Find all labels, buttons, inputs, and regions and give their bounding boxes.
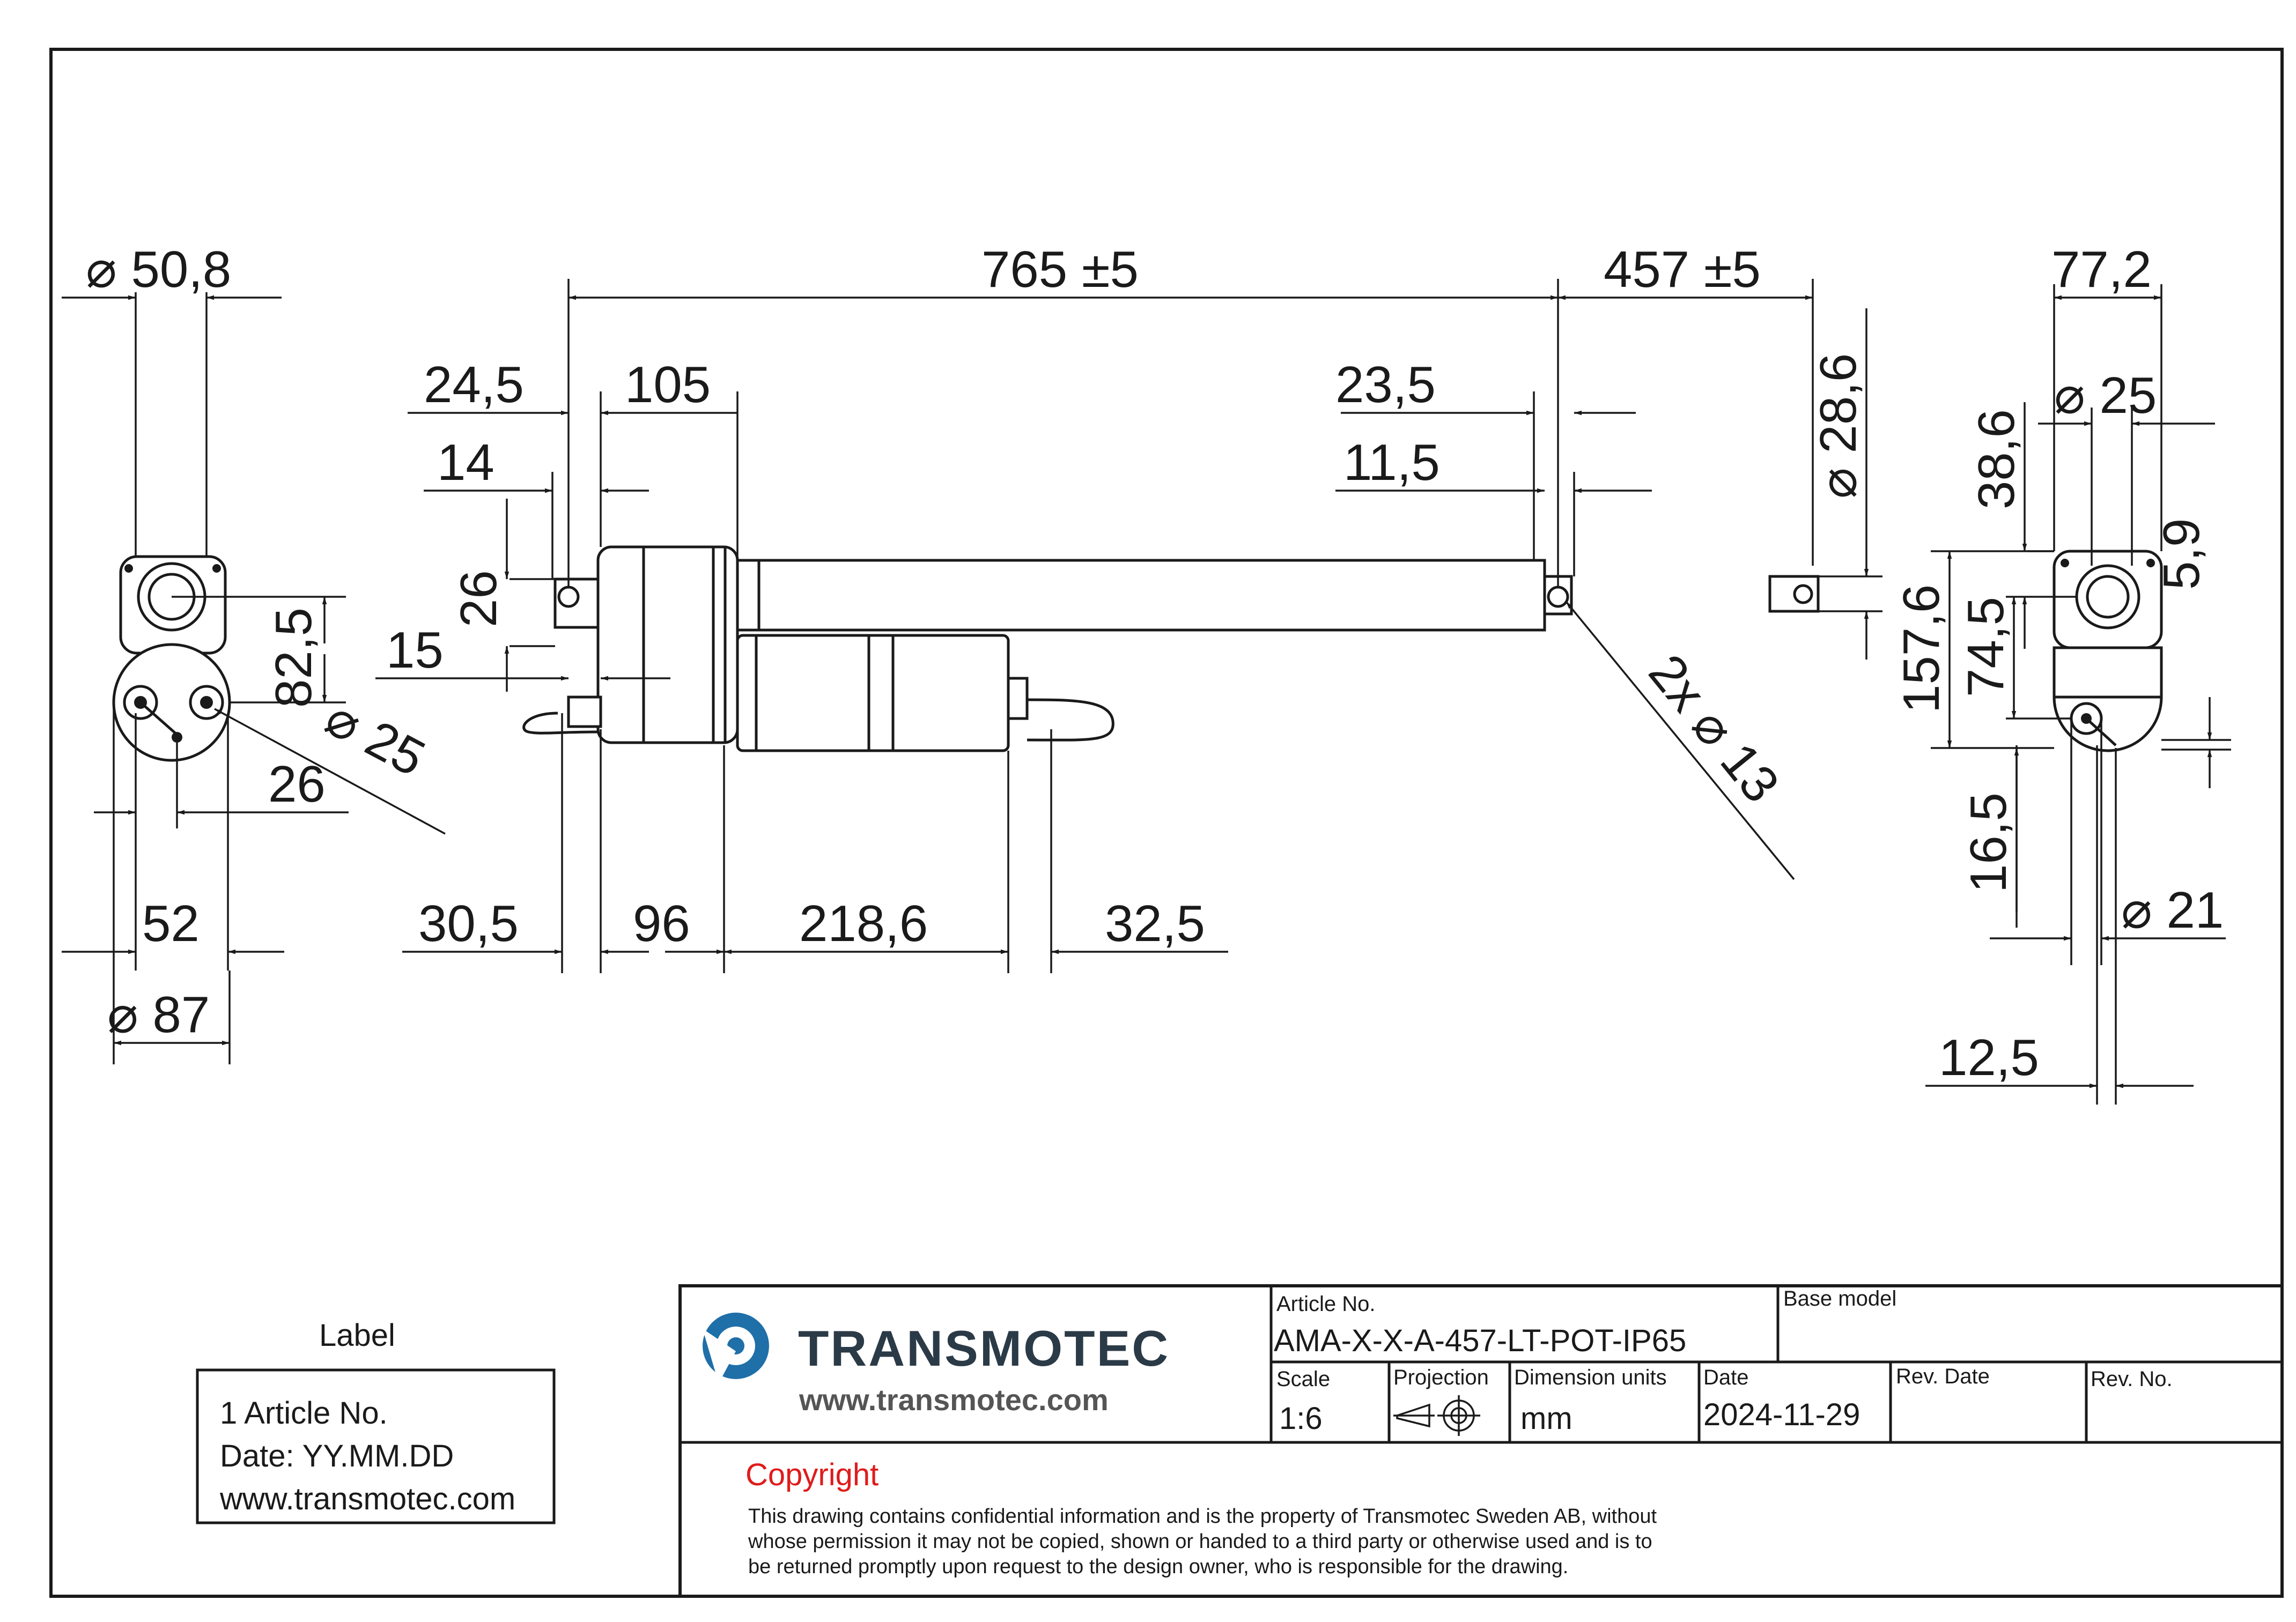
base-model-label: Base model: [1783, 1287, 1896, 1310]
dim-32-5: 32,5: [1105, 895, 1205, 952]
dim-11-5: 11,5: [1343, 434, 1440, 491]
article-no-label: Article No.: [1276, 1292, 1376, 1316]
dim-218-6: 218,6: [799, 895, 928, 952]
copyright-title: Copyright: [745, 1457, 878, 1492]
label-line-1: 1 Article No.: [220, 1396, 388, 1431]
dim-length-765: 765 ±5: [981, 241, 1139, 298]
label-title: Label: [319, 1318, 395, 1353]
dim-77-2: 77,2: [2051, 241, 2152, 298]
dim-30-5: 30,5: [418, 895, 519, 952]
transmotec-logo-icon: [703, 1313, 769, 1383]
scale-label: Scale: [1276, 1367, 1330, 1391]
projection-symbol-icon: [1393, 1395, 1480, 1436]
units-label: Dimension units: [1514, 1366, 1667, 1389]
copyright-line-2: whose permission it may not be copied, s…: [748, 1530, 1652, 1553]
date-value: 2024-11-29: [1703, 1397, 1860, 1432]
dim-26-vertical: 26: [450, 570, 507, 627]
dim-5-9: 5,9: [2153, 519, 2210, 590]
units-value: mm: [1520, 1401, 1572, 1436]
dim-74-5: 74,5: [1957, 597, 2014, 697]
dim-stroke-457: 457 ±5: [1604, 241, 1761, 298]
dim-96: 96: [633, 895, 690, 952]
dim-right-dia-25: ⌀ 25: [2054, 367, 2157, 424]
dim-38-6: 38,6: [1968, 409, 2025, 509]
dim-dia-28-6: ⌀ 28,6: [1810, 353, 1867, 499]
projection-label: Projection: [1393, 1366, 1489, 1389]
dim-157-6: 157,6: [1893, 584, 1950, 713]
title-block: TRANSMOTEC www.transmotec.com Article No…: [678, 1284, 2284, 1598]
dim-15: 15: [386, 621, 444, 679]
dim-23-5: 23,5: [1335, 356, 1436, 413]
dim-left-26: 26: [268, 756, 326, 813]
article-no-value: AMA-X-X-A-457-LT-POT-IP65: [1274, 1323, 1686, 1358]
label-line-3: www.transmotec.com: [219, 1482, 515, 1516]
dim-left-52: 52: [142, 895, 200, 952]
dim-left-dia-50-8: ⌀ 50,8: [86, 241, 231, 298]
dim-12-5: 12,5: [1939, 1029, 2039, 1086]
brand-url: www.transmotec.com: [799, 1383, 1109, 1417]
rev-date-label: Rev. Date: [1896, 1365, 1990, 1388]
dim-left-dia-87: ⌀ 87: [107, 986, 210, 1043]
rev-no-label: Rev. No.: [2091, 1367, 2173, 1391]
copyright-line-1: This drawing contains confidential infor…: [748, 1505, 1657, 1528]
label-line-2: Date: YY.MM.DD: [220, 1439, 454, 1473]
front-view: 765 ±5 457 ±5 24,5 105 14 26 15 23,5: [375, 241, 1882, 973]
dim-105: 105: [625, 356, 711, 413]
label-box: Label 1 Article No. Date: YY.MM.DD www.t…: [196, 1318, 556, 1524]
brand-name: TRANSMOTEC: [798, 1320, 1170, 1376]
dim-right-dia-21: ⌀ 21: [2121, 882, 2224, 939]
right-end-view: 77,2 ⌀ 25 38,6 5,9 157,6 74,5 16,5: [1893, 241, 2231, 1105]
dim-14: 14: [437, 434, 494, 491]
dim-left-82-5: 82,5: [265, 608, 322, 708]
scale-value: 1:6: [1279, 1401, 1323, 1436]
dim-2x-dia-13: 2x ⌀ 13: [1638, 644, 1790, 813]
dim-16-5: 16,5: [1960, 793, 2017, 893]
date-label: Date: [1703, 1366, 1749, 1389]
dim-24-5: 24,5: [424, 356, 524, 413]
copyright-line-3: be returned promptly upon request to the…: [748, 1556, 1568, 1578]
